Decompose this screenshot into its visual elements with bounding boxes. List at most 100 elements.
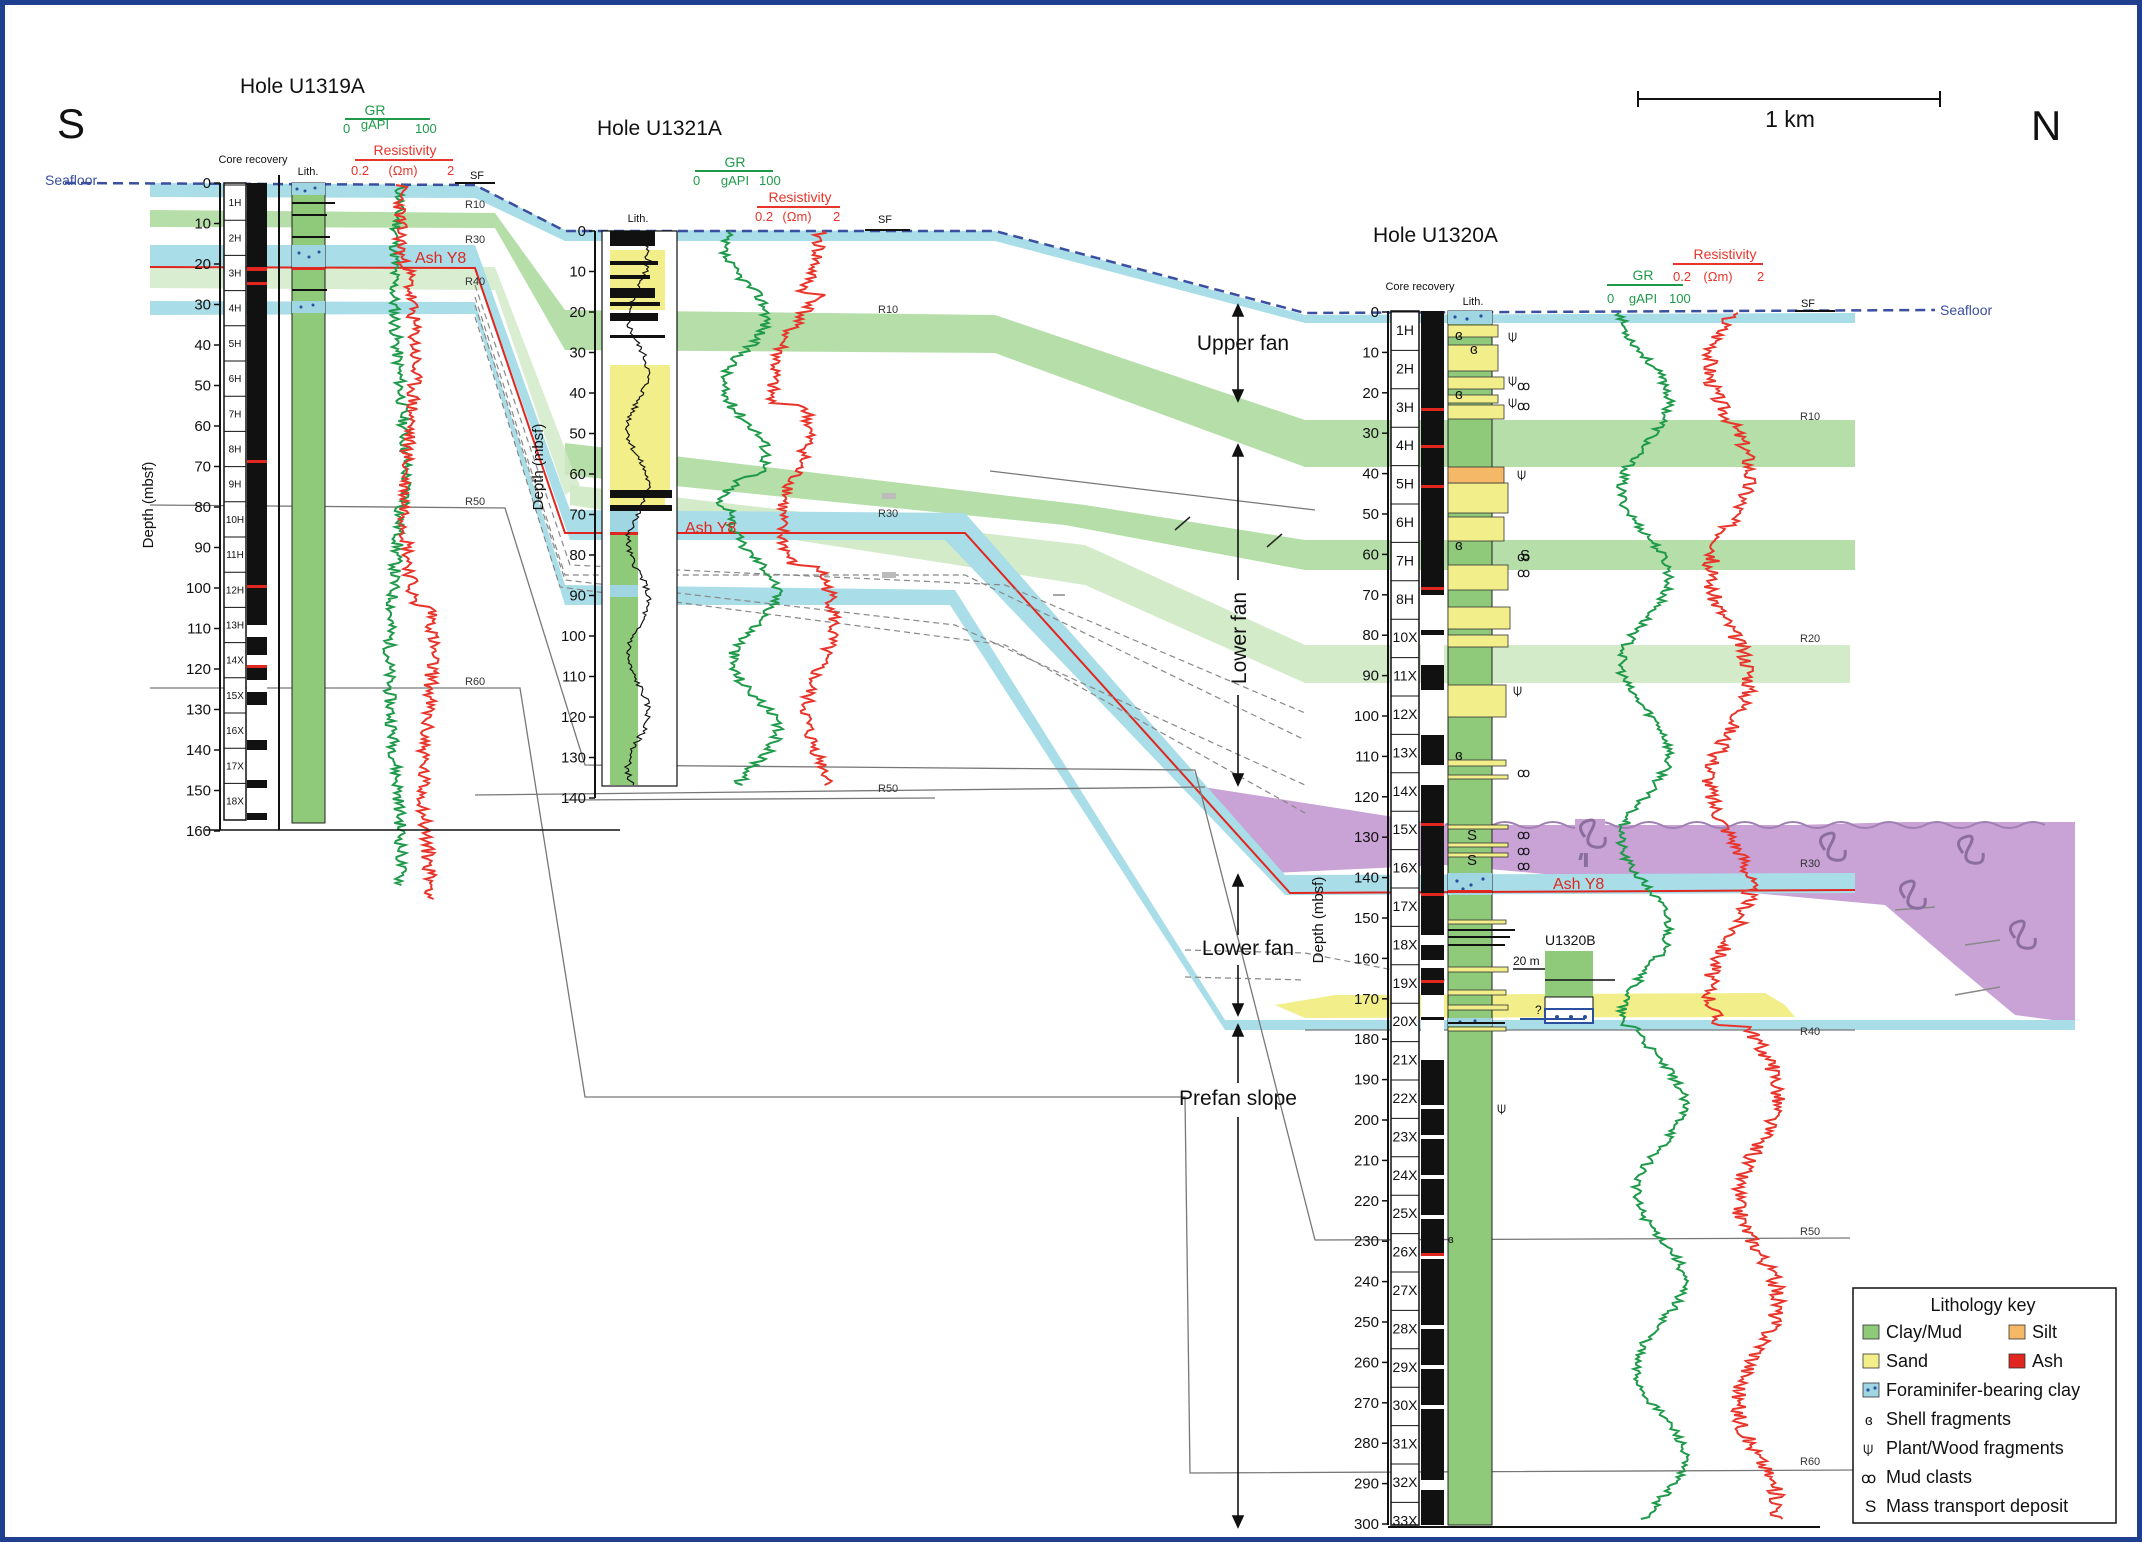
unit-lower-fan-vertical: Lower fan [1228, 592, 1251, 684]
band-green-u1319-mid [150, 265, 580, 495]
legend-shell: Shell fragments [1886, 1409, 2011, 1429]
u1319a-core-11H: 11H [226, 550, 244, 561]
u1321a-r10: R10 [878, 304, 898, 316]
band-blue-ash [150, 245, 1855, 895]
hole-u1321a: Hole U1321A GR 0 gAPI 100 Resistivity 0.… [530, 117, 910, 807]
ash-y8-line [149, 266, 1856, 895]
u1320a-core-28X: 28X [1393, 1320, 1419, 1336]
legend-silt: Silt [2032, 1322, 2057, 1342]
svg-text:ꝏ: ꝏ [1517, 858, 1530, 873]
u1319a-depth-tick-80: 80 [194, 499, 211, 516]
u1321a-depth-tick-60: 60 [569, 466, 586, 483]
mtd-icon: S [1865, 1497, 1876, 1516]
u1321a-gr-min: 0 [693, 173, 700, 188]
svg-text:S: S [1467, 827, 1477, 844]
band-green-2 [565, 443, 1855, 570]
u1319a-core-9H: 9H [229, 480, 242, 491]
u1320a-depth-tick-280: 280 [1354, 1435, 1379, 1452]
u1319a-core-17X: 17X [226, 761, 244, 772]
u1321a-depth-label: Depth (mbsf) [530, 424, 547, 511]
legend-title: Lithology key [1930, 1295, 2035, 1315]
svg-text:ɞ: ɞ [1470, 341, 1478, 358]
svg-text:⍦: ⍦ [1513, 682, 1522, 699]
u1319a-depth-tick-150: 150 [186, 783, 211, 800]
u1320a-core-32X: 32X [1393, 1474, 1419, 1490]
u1319a-sf: SF [470, 170, 484, 182]
seafloor-label-left: Seafloor [45, 172, 97, 188]
svg-text:⍦: ⍦ [1508, 328, 1517, 345]
u1319a-core-15X: 15X [226, 691, 244, 702]
u1320a-gr-max: 100 [1669, 291, 1691, 306]
u1320a-depth-tick-120: 120 [1354, 789, 1379, 806]
u1319a-core-4H: 4H [229, 304, 242, 315]
u1319a-res-label: Resistivity [373, 142, 436, 158]
u1321a-depth-tick-130: 130 [561, 750, 586, 767]
u1320a-core-27X: 27X [1393, 1282, 1419, 1298]
u1321a-depth-tick-80: 80 [569, 547, 586, 564]
svg-text:ꝏ: ꝏ [1517, 398, 1530, 413]
u1319a-gr-max: 100 [415, 121, 437, 136]
u1320a-core-19X: 19X [1393, 975, 1419, 991]
svg-text:S: S [1467, 852, 1477, 869]
u1320a-r30: R30 [1800, 858, 1820, 870]
u1319a-gr-min: 0 [343, 121, 350, 136]
u1319a-r10: R10 [465, 199, 485, 211]
u1319a-core-recovery: Core recovery [218, 154, 288, 166]
svg-text:ꝏ: ꝏ [1517, 549, 1530, 564]
u1321a-gr-max: 100 [759, 173, 781, 188]
u1321a-depth-tick-30: 30 [569, 345, 586, 362]
unit-prefan-slope: Prefan slope [1179, 1087, 1297, 1110]
u1320a-r10: R10 [1800, 411, 1820, 423]
u1319a-depth-tick-50: 50 [194, 378, 211, 395]
compass-south: S [57, 100, 85, 147]
svg-text:ꝏ: ꝏ [1517, 827, 1530, 842]
svg-text:⍦: ⍦ [1517, 466, 1526, 483]
seafloor-label-right: Seafloor [1940, 302, 1992, 318]
mud-clast-icon: ꝏ [1861, 1470, 1876, 1487]
u1319a-depth-tick-70: 70 [194, 459, 211, 476]
u1319a-depth-tick-160: 160 [186, 823, 211, 840]
u1320a-core-2H: 2H [1396, 360, 1414, 376]
u1320a-core-16X: 16X [1393, 860, 1419, 876]
u1320a-core-recovery: Core recovery [1385, 281, 1455, 293]
mtd-wavy-top [1444, 821, 2046, 829]
hole-u1319a: Hole U1319A GR 0 gAPI 100 Resistivity 0.… [140, 75, 620, 900]
u1320a-core-6H: 6H [1396, 514, 1414, 530]
u1320a-sf: SF [1801, 298, 1815, 310]
u1320a-core-15X: 15X [1393, 821, 1419, 837]
u1320a-depth-tick-180: 180 [1354, 1031, 1379, 1048]
u1320a-r40: R40 [1800, 1026, 1820, 1038]
u1320a-res-unit: (Ωm) [1703, 269, 1732, 284]
u1320a-res-min: 0.2 [1673, 269, 1691, 284]
u1320a-core-25X: 25X [1393, 1205, 1419, 1221]
u1320a-depth-tick-250: 250 [1354, 1314, 1379, 1331]
hole-u1320a-title: Hole U1320A [1373, 224, 1498, 247]
u1320a-core-29X: 29X [1393, 1359, 1419, 1375]
u1320a-depth-tick-200: 200 [1354, 1112, 1379, 1129]
u1319a-lith-header: Lith. [298, 166, 319, 178]
u1320a-core-13X: 13X [1393, 744, 1419, 760]
u1319a-core-13H: 13H [226, 621, 244, 632]
svg-text:⍦: ⍦ [1508, 372, 1517, 389]
svg-text:ꝏ: ꝏ [1517, 565, 1530, 580]
u1320a-depth-label: Depth (mbsf) [1310, 877, 1327, 964]
u1320a-depth-tick-290: 290 [1354, 1476, 1379, 1493]
u1321a-depth-tick-50: 50 [569, 426, 586, 443]
u1321a-r30: R30 [878, 508, 898, 520]
u1320a-depth-tick-110: 110 [1355, 748, 1379, 765]
svg-text:S: S [1520, 547, 1530, 564]
u1320a-depth-tick-210: 210 [1354, 1152, 1379, 1169]
u1320a-r60: R60 [1800, 1456, 1820, 1468]
u1320a-core-18X: 18X [1393, 936, 1419, 952]
u1320a-core-33X: 33X [1393, 1512, 1419, 1528]
u1319a-depth-tick-60: 60 [194, 418, 211, 435]
u1321a-depth-tick-40: 40 [569, 385, 586, 402]
svg-text:ꝏ: ꝏ [1517, 765, 1530, 780]
u1319a-core-18X: 18X [226, 797, 244, 808]
u1320a-depth-tick-140: 140 [1354, 870, 1379, 887]
u1319a-depth-tick-120: 120 [186, 661, 211, 678]
u1319a-core-1H: 1H [229, 198, 242, 209]
u1321a-res-unit: (Ωm) [782, 209, 811, 224]
u1320a-core-21X: 21X [1393, 1052, 1419, 1068]
hole-u1320a: Hole U1320A GR 0 gAPI 100 Resistivity 0.… [1310, 224, 1835, 1533]
